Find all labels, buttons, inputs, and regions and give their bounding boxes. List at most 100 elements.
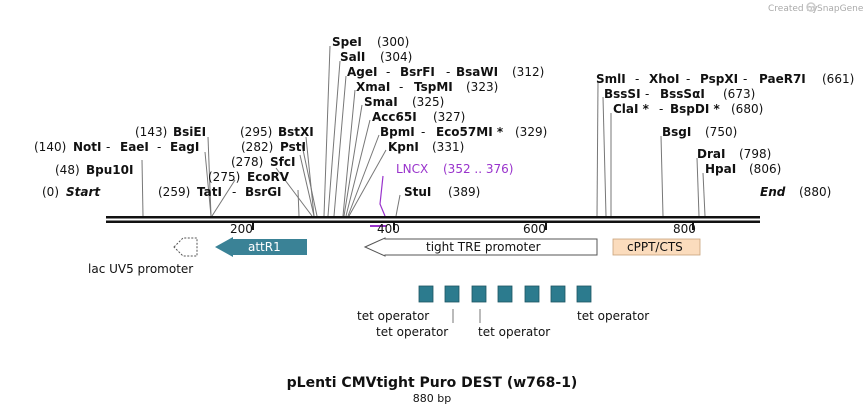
svg-text:(300): (300) [377, 35, 409, 49]
svg-text:(750): (750) [705, 125, 737, 139]
tet-operator-boxes[interactable] [418, 285, 592, 303]
svg-text:-: - [743, 72, 747, 86]
svg-text:(331): (331) [432, 140, 464, 154]
feature-lncx-label[interactable]: LNCX (352 .. 376) [396, 162, 513, 176]
svg-text:PstI: PstI [280, 140, 306, 154]
tet-operator-label[interactable]: tet operator [577, 309, 649, 323]
svg-text:(275): (275) [208, 170, 240, 184]
watermark-prefix: Created by [768, 4, 818, 14]
svg-text:(880): (880) [799, 185, 831, 199]
svg-text:(661): (661) [822, 72, 854, 86]
site-spei[interactable]: SpeI (300) [332, 35, 409, 49]
svg-text:-: - [106, 140, 110, 154]
svg-text:End: End [760, 185, 786, 199]
lncx-leader [379, 175, 386, 217]
ruler: 200 400 600 800 [230, 222, 696, 236]
svg-text:HpaI: HpaI [705, 162, 736, 176]
svg-text:BsrFI: BsrFI [400, 65, 435, 79]
site-bpu10i[interactable]: (48) Bpu10I [55, 163, 133, 177]
site-bsgi[interactable]: BsgI (750) [662, 125, 737, 139]
feature-cppt-cts[interactable]: cPPT/CTS [612, 238, 701, 256]
site-bstxi[interactable]: (295) BstXI [240, 125, 314, 139]
svg-text:(389): (389) [448, 185, 480, 199]
svg-text:(680): (680) [731, 102, 763, 116]
svg-text:BpmI: BpmI [380, 125, 415, 139]
site-ecorv[interactable]: (275) EcoRV [208, 170, 290, 184]
svg-text:(327): (327) [433, 110, 465, 124]
svg-text:-: - [446, 65, 450, 79]
map-title: pLenti CMVtight Puro DEST (w768-1) [287, 375, 578, 391]
site-bsssi-group[interactable]: BssSI - BssSαI (673) [604, 87, 755, 101]
tet-operator-leaders [452, 309, 481, 323]
site-drai[interactable]: DraI (798) [697, 147, 771, 161]
svg-text:BsrGI: BsrGI [245, 185, 282, 199]
site-smai[interactable]: SmaI (325) [364, 95, 444, 109]
svg-text:TatI: TatI [197, 185, 222, 199]
label-end[interactable]: End (880) [760, 185, 831, 199]
tet-operator-label[interactable]: tet operator [478, 325, 550, 339]
svg-text:BsiEI: BsiEI [173, 125, 206, 139]
svg-text:-: - [645, 87, 649, 101]
svg-text:-: - [635, 72, 639, 86]
site-stui[interactable]: StuI (389) [404, 185, 480, 199]
svg-text:tight TRE promoter: tight TRE promoter [426, 240, 541, 254]
svg-text:BsaWI: BsaWI [456, 65, 498, 79]
site-bpmi-group[interactable]: BpmI - Eco57MI * (329) [380, 125, 547, 139]
svg-text:(282): (282) [241, 140, 273, 154]
leader-lines [141, 45, 706, 217]
site-smli-group[interactable]: SmlI - XhoI - PspXI - PaeR7I (661) [596, 72, 854, 86]
svg-text:(329): (329) [515, 125, 547, 139]
site-sfci[interactable]: (278) SfcI [231, 155, 295, 169]
watermark-brand: SnapGene [817, 4, 864, 14]
feature-tight-tre-promoter[interactable]: tight TRE promoter [363, 237, 598, 257]
svg-text:(798): (798) [739, 147, 771, 161]
site-agei-group[interactable]: AgeI - BsrFI - BsaWI (312) [347, 65, 544, 79]
svg-text:(0): (0) [42, 185, 59, 199]
svg-text:(295): (295) [240, 125, 272, 139]
svg-text:(312): (312) [512, 65, 544, 79]
tet-operator-label[interactable]: tet operator [376, 325, 448, 339]
svg-text:XmaI: XmaI [356, 80, 390, 94]
site-bsiei[interactable]: (143) BsiEI [135, 125, 206, 139]
site-clai-group[interactable]: ClaI * - BspDI * (680) [613, 102, 763, 116]
svg-text:(325): (325) [412, 95, 444, 109]
svg-text:EaeI: EaeI [120, 140, 149, 154]
svg-text:SmaI: SmaI [364, 95, 398, 109]
tick-label: 200 [230, 222, 253, 236]
svg-text:-: - [659, 102, 663, 116]
tet-operator-label[interactable]: tet operator [357, 309, 429, 323]
svg-text:(48): (48) [55, 163, 80, 177]
site-tati-group[interactable]: (259) TatI - BsrGI [158, 185, 282, 199]
svg-text:Bpu10I: Bpu10I [86, 163, 133, 177]
svg-text:SpeI: SpeI [332, 35, 362, 49]
svg-text:(143): (143) [135, 125, 167, 139]
svg-text:LNCX: LNCX [396, 162, 428, 176]
svg-text:cPPT/CTS: cPPT/CTS [627, 240, 683, 254]
svg-text:-: - [421, 125, 425, 139]
feature-lac-uv5-promoter[interactable]: lac UV5 promoter [88, 237, 198, 276]
svg-text:(323): (323) [466, 80, 498, 94]
svg-text:DraI: DraI [697, 147, 725, 161]
svg-text:EcoRV: EcoRV [247, 170, 290, 184]
svg-text:BssSαI: BssSαI [660, 87, 705, 101]
svg-text:lac UV5 promoter: lac UV5 promoter [88, 262, 193, 276]
label-start[interactable]: (0) Start [42, 185, 101, 199]
svg-text:Start: Start [66, 185, 101, 199]
site-xmai-group[interactable]: XmaI - TspMI (323) [356, 80, 498, 94]
svg-text:-: - [232, 185, 236, 199]
svg-text:KpnI: KpnI [388, 140, 419, 154]
site-acc65i[interactable]: Acc65I (327) [372, 110, 465, 124]
site-noti-group[interactable]: (140) NotI - EaeI - EagI [34, 140, 199, 154]
tick-label: 800 [673, 222, 696, 236]
svg-text:ClaI *: ClaI * [613, 102, 650, 116]
svg-text:NotI: NotI [73, 140, 102, 154]
site-sali[interactable]: SalI (304) [340, 50, 412, 64]
feature-attr1[interactable]: attR1 [215, 237, 307, 257]
svg-text:BssSI: BssSI [604, 87, 641, 101]
site-psti[interactable]: (282) PstI [241, 140, 306, 154]
site-hpai[interactable]: HpaI (806) [705, 162, 781, 176]
site-kpni[interactable]: KpnI (331) [388, 140, 464, 154]
svg-text:Acc65I: Acc65I [372, 110, 417, 124]
svg-text:(140): (140) [34, 140, 66, 154]
